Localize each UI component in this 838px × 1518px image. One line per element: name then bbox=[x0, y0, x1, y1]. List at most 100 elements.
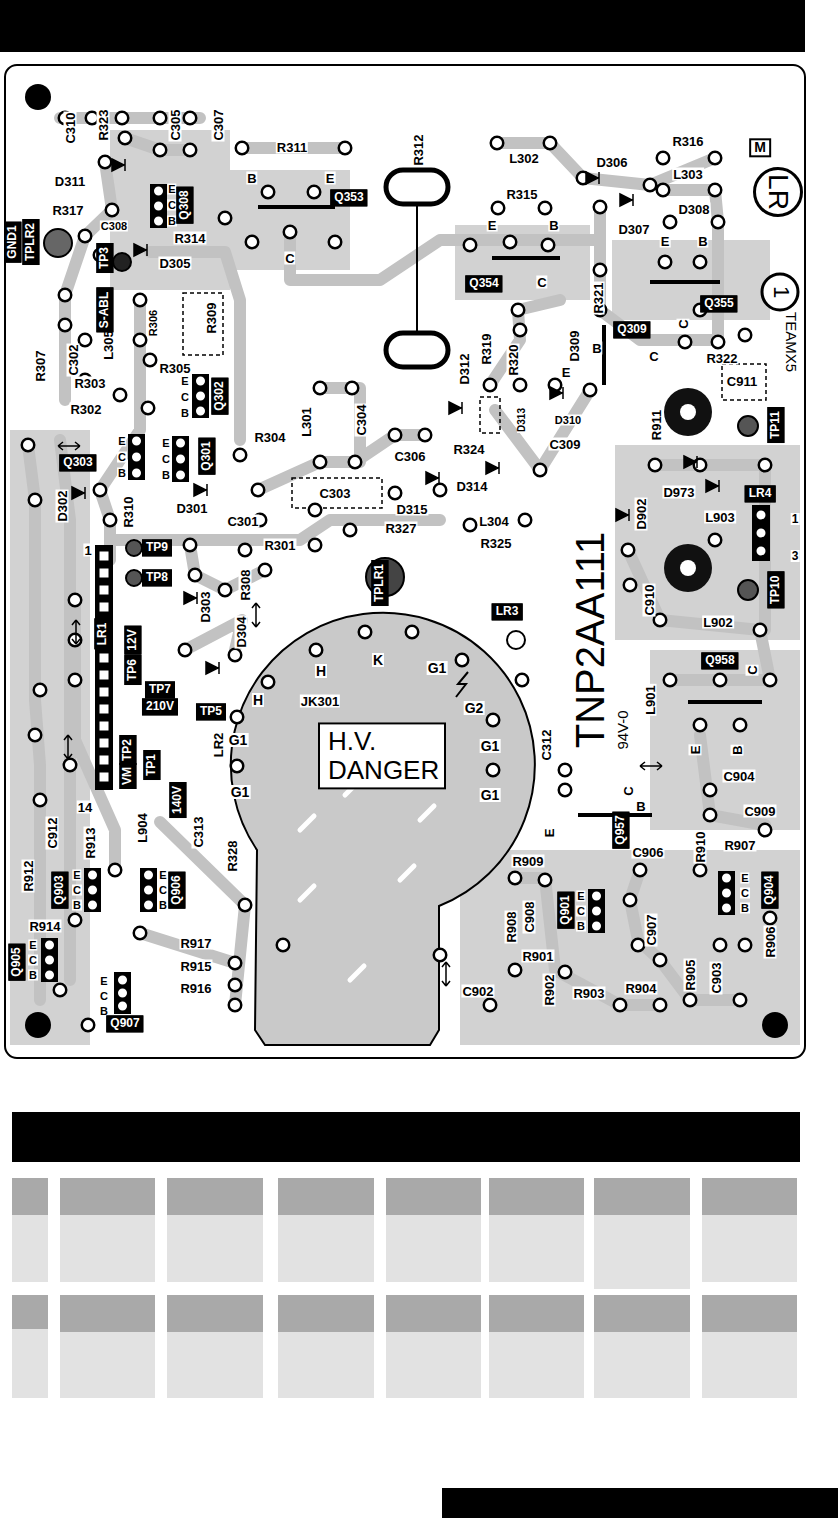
part-tag: TP7 bbox=[145, 681, 175, 698]
diode-symbol bbox=[72, 159, 719, 674]
trimmer-slot bbox=[680, 404, 696, 420]
part-label: D301 bbox=[175, 502, 208, 515]
part-tag: Q354 bbox=[465, 275, 502, 292]
part-label: C309 bbox=[548, 438, 581, 451]
pin-label: G1 bbox=[230, 785, 251, 799]
part-label: R308 bbox=[239, 568, 252, 601]
node-text: TP9 bbox=[146, 540, 168, 554]
part-label: D313 bbox=[517, 407, 527, 433]
node-text: Q901 bbox=[558, 895, 572, 924]
board-outline bbox=[5, 65, 805, 1058]
part-label: L305 bbox=[102, 329, 115, 361]
node-text: GND1 bbox=[5, 225, 19, 258]
pin-label: E bbox=[117, 436, 126, 447]
node-text: TP2 bbox=[120, 739, 134, 761]
node-text: VM bbox=[120, 767, 134, 785]
part-label: R914 bbox=[28, 920, 61, 933]
table-body-cell bbox=[12, 1215, 797, 1398]
pin-label: B bbox=[161, 470, 171, 481]
part-label: R902 bbox=[543, 973, 556, 1006]
part-label: R302 bbox=[69, 403, 102, 416]
part-label: R903 bbox=[572, 987, 605, 1000]
mounting-hole bbox=[25, 84, 51, 110]
part-label: C904 bbox=[722, 770, 755, 783]
part-label: R309 bbox=[205, 301, 218, 334]
part-label: LR2 bbox=[212, 732, 225, 759]
node-text: M bbox=[754, 139, 766, 155]
part-tag: TP5 bbox=[196, 703, 226, 720]
part-label: D902 bbox=[635, 497, 648, 530]
pin-label: E bbox=[487, 219, 498, 232]
part-label: R325 bbox=[479, 537, 512, 550]
pin-label: B bbox=[246, 172, 257, 185]
node-text: H.V. DANGER bbox=[328, 726, 439, 785]
part-label: C908 bbox=[523, 900, 536, 933]
node-text: Q907 bbox=[110, 1016, 139, 1030]
pin-label: C bbox=[28, 955, 38, 966]
node-text: Q301 bbox=[199, 441, 213, 470]
node-text: TPLR2 bbox=[23, 223, 37, 261]
part-label: D308 bbox=[677, 203, 710, 216]
part-tag: TP1 bbox=[143, 750, 160, 780]
node-text: TP5 bbox=[200, 704, 222, 718]
pin-label: B bbox=[740, 903, 750, 914]
transistor-body bbox=[258, 207, 762, 815]
part-tag: TP2 bbox=[119, 735, 136, 765]
marking-circle: 1 bbox=[761, 273, 800, 312]
part-label: R304 bbox=[253, 431, 286, 444]
node-text: LR4 bbox=[749, 486, 772, 500]
part-label: R322 bbox=[705, 352, 738, 365]
part-label: TNP2AA111 bbox=[570, 531, 610, 749]
trimmer bbox=[664, 388, 712, 436]
part-label: C308 bbox=[100, 221, 128, 232]
pin-label: C bbox=[99, 991, 109, 1002]
node-text: Q904 bbox=[762, 875, 776, 904]
part-label: R305 bbox=[158, 362, 191, 375]
crt-socket-outline bbox=[231, 613, 535, 1045]
part-label: D973 bbox=[662, 486, 695, 499]
part-label: R317 bbox=[51, 204, 84, 217]
pin-label: C bbox=[576, 906, 586, 917]
node-text: TPLR1 bbox=[372, 564, 386, 602]
part-tag: GND1 bbox=[4, 221, 21, 262]
part-label: R905 bbox=[684, 958, 697, 991]
pin-label: C bbox=[161, 454, 171, 465]
part-label: D302 bbox=[56, 489, 69, 522]
part-tag: TP11 bbox=[767, 407, 784, 443]
pin-label: E bbox=[167, 184, 176, 195]
part-tag: Q309 bbox=[613, 321, 650, 338]
part-label: R320 bbox=[507, 343, 520, 376]
part-label: R904 bbox=[624, 982, 657, 995]
node-text: Q308 bbox=[177, 190, 191, 219]
part-label: C307 bbox=[212, 108, 225, 141]
socket-hatching bbox=[300, 781, 434, 980]
pin-label: C bbox=[158, 885, 168, 896]
part-tag: Q957 bbox=[612, 811, 629, 848]
part-label: C903 bbox=[710, 961, 723, 994]
pin-label: B bbox=[697, 235, 708, 248]
part-label: D303 bbox=[199, 590, 212, 623]
node-text: LR bbox=[763, 174, 794, 210]
part-label: L302 bbox=[508, 152, 540, 165]
part-label: D312 bbox=[458, 352, 471, 385]
part-label: D307 bbox=[617, 223, 650, 236]
resistor-mount bbox=[386, 333, 448, 367]
pin-label: B bbox=[576, 921, 586, 932]
test-point bbox=[507, 631, 525, 649]
pin-label: B bbox=[72, 900, 82, 911]
part-label: C906 bbox=[631, 846, 664, 859]
pin-label: E bbox=[158, 870, 167, 881]
part-tag: TPLR1 bbox=[371, 560, 388, 606]
part-tag: Q303 bbox=[59, 454, 96, 471]
pin-label: H bbox=[315, 664, 327, 678]
part-label: L304 bbox=[478, 515, 510, 528]
node-text: 210V bbox=[146, 699, 174, 713]
pin-label: 3 bbox=[791, 550, 800, 562]
node-text: Q903 bbox=[52, 875, 66, 904]
pin-label: E bbox=[689, 745, 702, 756]
part-label: C304 bbox=[355, 403, 368, 436]
part-tag: 12V bbox=[124, 625, 141, 654]
part-label: 94V-0 bbox=[615, 709, 630, 750]
